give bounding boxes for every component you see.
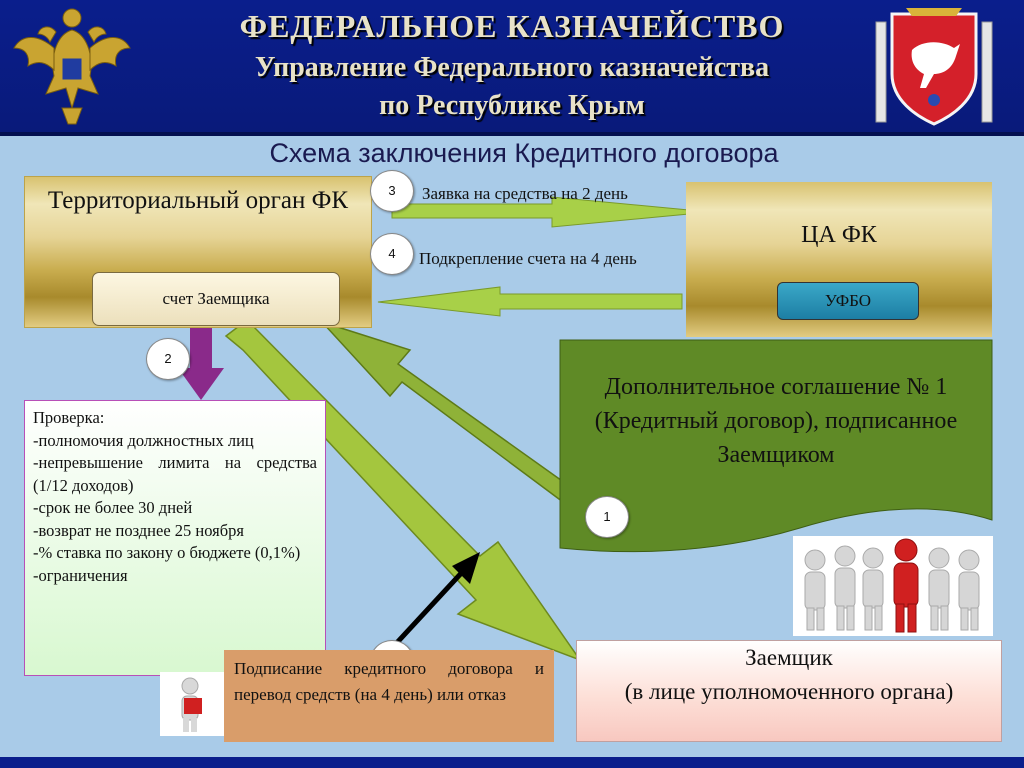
step-badge-3: 3: [370, 170, 414, 212]
purple-down-arrow: [178, 324, 224, 400]
people-group-red-leader-icon: [793, 536, 993, 636]
crimea-coat-of-arms-icon: [875, 8, 993, 126]
header-banner: ФЕДЕРАЛЬНОЕ КАЗНАЧЕЙСТВО Управление Феде…: [0, 0, 1024, 136]
borrower-title: Заемщик: [745, 645, 833, 670]
check-item: -ограничения: [33, 565, 128, 585]
header-line-2: Управление Федерального казначейства: [254, 52, 770, 83]
3d-figure-with-red-sign-icon: [160, 672, 224, 736]
double-headed-eagle-emblem-icon: [13, 8, 131, 125]
check-item: -полномочия должностных лиц: [33, 430, 254, 450]
check-list-box: Проверка: -полномочия должностных лиц -н…: [24, 400, 326, 676]
borrower-box: Заемщик (в лице уполномоченного органа): [576, 640, 1002, 742]
ufbo-box: УФБО: [777, 282, 919, 320]
arrow-request-to-ca: [391, 196, 711, 228]
signing-box: Подписание кредитного договора и перевод…: [224, 650, 554, 742]
step-badge-4: 4: [370, 233, 414, 275]
agreement-label: Дополнительное соглашение № 1 (Кредитный…: [594, 374, 958, 468]
territorial-fk-label: Территориальный орган ФК: [47, 187, 349, 214]
step-badge-2: 2: [146, 338, 190, 380]
slide-title: Схема заключения Кредитного договора: [269, 138, 779, 168]
check-item: -непревышение лимита на средства (1/12 д…: [33, 453, 317, 495]
agreement-document-shape: [559, 339, 993, 553]
step-badge-1: 1: [585, 496, 629, 538]
edge-label-request: Заявка на средства на 2 день: [422, 184, 628, 203]
arrow-reinforce-to-account: [377, 286, 683, 317]
check-title: Проверка:: [33, 408, 105, 427]
edge-label-reinforce: Подкрепление счета на 4 день: [419, 249, 637, 268]
central-fk-label: ЦА ФК: [801, 222, 877, 248]
check-item: -% ставка по закону о бюджете (0,1%): [33, 543, 301, 562]
black-arrow-signing: [390, 552, 480, 650]
header-line-3: по Республике Крым: [379, 90, 645, 121]
bottom-bar: [0, 757, 1024, 768]
borrower-subtitle: (в лице уполномоченного органа): [624, 679, 954, 704]
borrower-account-box: счет Заемщика: [92, 272, 340, 326]
check-item: -срок не более 30 дней: [33, 498, 193, 517]
green-arrow-agreement-to-account: [319, 320, 574, 504]
check-item: -возврат не позднее 25 ноября: [33, 520, 245, 540]
header-line-1: ФЕДЕРАЛЬНОЕ КАЗНАЧЕЙСТВО: [239, 8, 785, 44]
